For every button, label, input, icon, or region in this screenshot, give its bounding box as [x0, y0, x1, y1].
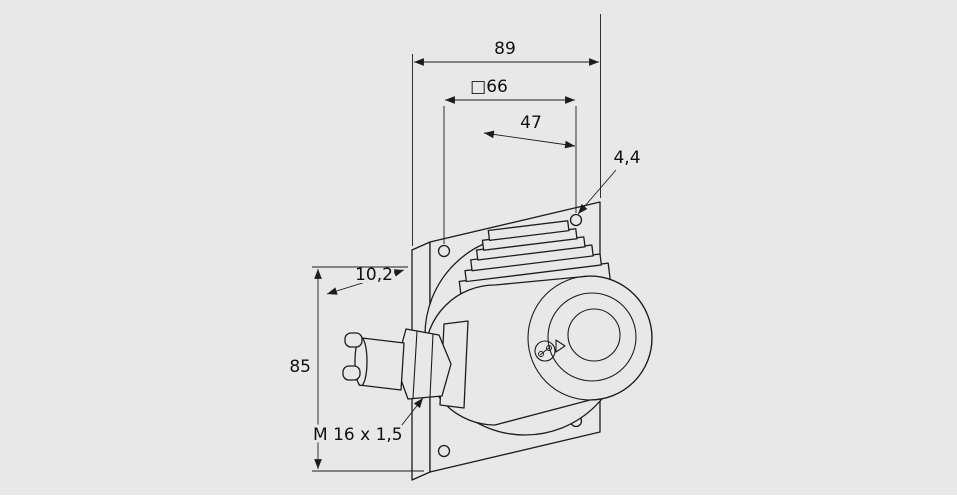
- leader-line: [577, 169, 617, 215]
- dim-plate-offset-label: 10,2: [355, 265, 393, 285]
- dimension-line: [326, 269, 405, 295]
- thread-label: M 16 x 1,5: [313, 425, 403, 445]
- cable-gland: [342, 320, 469, 409]
- wrench-icon: [538, 345, 552, 357]
- lens-bezel: [547, 292, 637, 382]
- lens: [567, 308, 621, 362]
- mounting-hole-bottom-left: [437, 444, 451, 458]
- dimensions: 89 □66 47 4,4 10,2: [286, 14, 644, 472]
- label-thread: M 16 x 1,5: [310, 397, 424, 448]
- hex-facet-line: [412, 330, 418, 399]
- dim-hole-square-label: □66: [470, 77, 508, 97]
- dim-hole-offset-label: 47: [520, 113, 542, 133]
- adjuster-symbol-circle: [534, 340, 556, 362]
- mounting-hole-top-left: [437, 244, 451, 258]
- mounting-hole-top-right: [569, 213, 583, 227]
- indicator-triangle-icon: [555, 339, 566, 353]
- bottom-strip: [0, 495, 957, 500]
- dim-plate-offset: 10,2: [326, 262, 405, 295]
- dim-hole-square: □66: [443, 74, 577, 244]
- leader-line: [397, 397, 424, 431]
- rib: [487, 220, 570, 242]
- housing-body: [424, 275, 653, 426]
- dim-overall-height: 85: [286, 266, 424, 472]
- dim-hole-offset: 47: [483, 110, 576, 149]
- dimension-line: [483, 130, 576, 149]
- front-face-rim: [527, 275, 653, 401]
- dim-hole-diameter-label: 4,4: [613, 148, 640, 168]
- dim-overall-height-label: 85: [289, 357, 311, 377]
- connector-pin-bottom: [342, 365, 361, 381]
- connector-pin-top: [344, 332, 363, 348]
- dim-overall-width-label: 89: [494, 39, 516, 59]
- hex-facet-line: [429, 333, 434, 398]
- dim-overall-width: 89: [412, 14, 601, 246]
- dim-hole-diameter: 4,4: [577, 145, 644, 215]
